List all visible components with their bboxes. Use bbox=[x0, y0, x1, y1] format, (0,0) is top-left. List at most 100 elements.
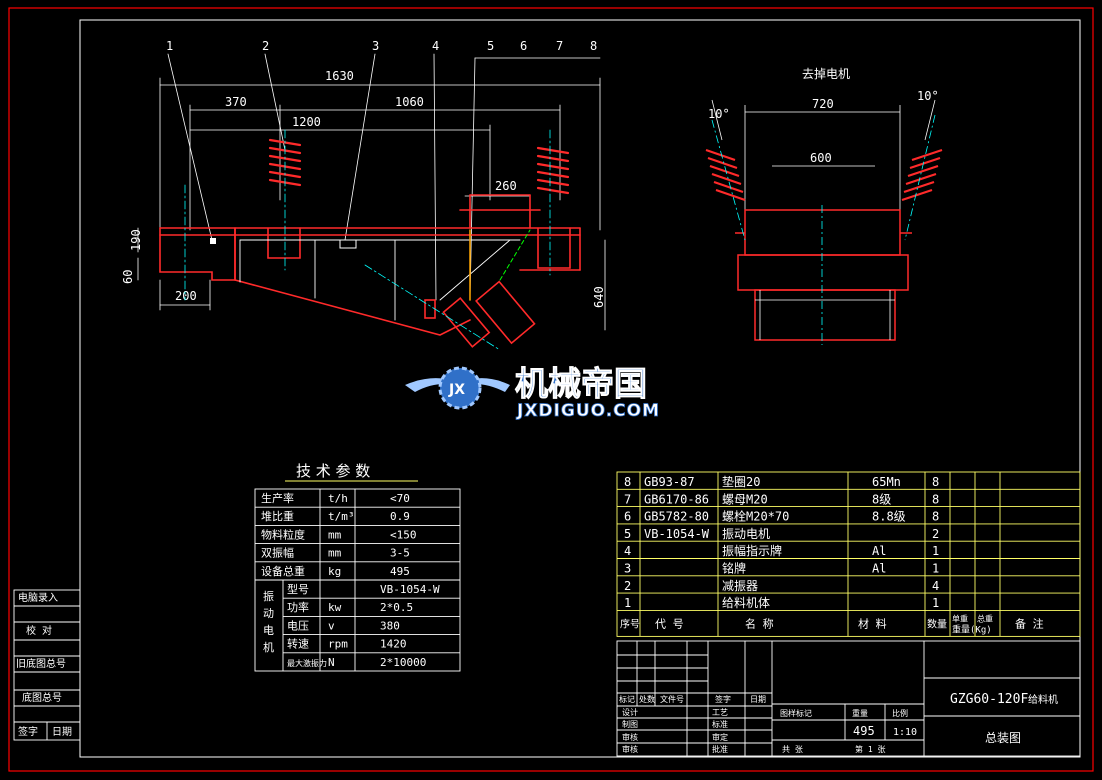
watermark: JX 机械帝国 JXDIGUO.COM bbox=[405, 364, 660, 421]
callout-3: 3 bbox=[372, 39, 379, 53]
tech-motor-name: 最大激振力 bbox=[287, 658, 327, 668]
left-row-2: 校 对 bbox=[26, 624, 52, 637]
bom-row-material: 8级 bbox=[872, 492, 891, 506]
tech-row-name: 物料粒度 bbox=[261, 527, 305, 541]
bom-row-no: 7 bbox=[624, 492, 631, 506]
tech-motor-name: 型号 bbox=[287, 582, 309, 596]
tech-motor-value: 1420 bbox=[380, 638, 407, 651]
spring-right bbox=[536, 146, 570, 195]
tech-row-value: 495 bbox=[390, 565, 410, 578]
dim-1060: 1060 bbox=[395, 95, 424, 109]
bom-row-name: 螺栓M20*70 bbox=[722, 509, 789, 524]
bom-row-no: 2 bbox=[624, 579, 631, 593]
tb-date: 日期 bbox=[750, 695, 766, 704]
tb-sheet-total: 共 张 bbox=[782, 745, 803, 754]
dim-370: 370 bbox=[225, 95, 247, 109]
tb-model: GZG60-120F bbox=[950, 692, 1028, 707]
tech-row-name: 设备总重 bbox=[261, 564, 305, 578]
bom-row-name: 垫圈20 bbox=[722, 474, 760, 489]
left-row-3: 旧底图总号 bbox=[16, 657, 66, 670]
outer-frame bbox=[8, 7, 1094, 772]
tech-row-value: 3-5 bbox=[390, 547, 410, 560]
tb-ratify: 批准 bbox=[712, 744, 728, 754]
left-row-4: 底图总号 bbox=[22, 691, 62, 704]
tech-row-value: <150 bbox=[390, 528, 417, 541]
tech-motor-unit: v bbox=[328, 619, 335, 632]
tech-row-unit: t/m³ bbox=[328, 510, 355, 523]
tb-file: 文件号 bbox=[660, 694, 684, 704]
tech-motor-group-char: 机 bbox=[263, 640, 274, 654]
bom-header-material: 材 料 bbox=[858, 616, 887, 630]
bom-row-no: 4 bbox=[624, 544, 631, 558]
tech-title: 技 术 参 数 bbox=[296, 462, 370, 480]
bom-row-name: 给料机体 bbox=[722, 596, 770, 610]
tb-check: 审核 bbox=[622, 732, 638, 742]
tech-row-value: <70 bbox=[390, 492, 410, 505]
watermark-badge: JX bbox=[448, 382, 465, 398]
bom-row-code: GB93-87 bbox=[644, 475, 695, 489]
bom-row-qty: 8 bbox=[932, 475, 939, 489]
bom-row-qty: 8 bbox=[932, 492, 939, 506]
side-view: 去掉电机 720 600 10° 10° bbox=[705, 67, 943, 345]
bom-row-material: Al bbox=[872, 562, 886, 576]
spring-side-left bbox=[705, 148, 746, 202]
bom-row-name: 振动电机 bbox=[722, 527, 770, 541]
part-1-marker bbox=[210, 238, 216, 244]
bom-row-material: 8.8级 bbox=[872, 510, 906, 524]
tech-row-value: 0.9 bbox=[390, 510, 410, 523]
bom-header-no: 序号 bbox=[620, 617, 640, 630]
callout-1: 1 bbox=[166, 39, 173, 53]
tb-approve: 审定 bbox=[712, 732, 728, 742]
bom-row-qty: 1 bbox=[932, 562, 939, 576]
tb-mass: 495 bbox=[853, 724, 875, 738]
bom-row-name: 螺母M20 bbox=[722, 492, 768, 506]
bom-row-code: GB5782-80 bbox=[644, 510, 709, 524]
bom-row-name: 铭牌 bbox=[722, 561, 746, 576]
bom-row-qty: 8 bbox=[932, 510, 939, 524]
tb-model-name: 给料机 bbox=[1028, 693, 1058, 706]
bom-row-name: 振幅指示牌 bbox=[722, 543, 782, 558]
callout-4: 4 bbox=[432, 39, 439, 53]
tb-sheet-no: 第 1 张 bbox=[855, 744, 885, 754]
tb-weight: 重量 bbox=[852, 708, 868, 718]
tech-row-name: 生产率 bbox=[261, 491, 294, 505]
tb-design: 设计 bbox=[622, 707, 638, 717]
bom-header-totalw: 总重 bbox=[977, 613, 993, 623]
tb-draw: 制图 bbox=[622, 719, 638, 729]
tech-motor-group-char: 电 bbox=[263, 624, 274, 637]
tb-scale: 1:10 bbox=[893, 727, 917, 738]
bom-header-weight: 重量(Kg) bbox=[952, 623, 992, 635]
callout-2: 2 bbox=[262, 39, 269, 53]
angle-left: 10° bbox=[708, 107, 730, 121]
tech-motor-value: VB-1054-W bbox=[380, 583, 440, 596]
dim-1630: 1630 bbox=[325, 69, 354, 83]
bom-header-qty: 数量 bbox=[927, 617, 947, 630]
bom-row-qty: 1 bbox=[932, 596, 939, 610]
tech-motor-value: 380 bbox=[380, 619, 400, 632]
dim-260: 260 bbox=[495, 179, 517, 193]
front-view: 1630 370 1060 1200 260 190 60 200 640 1 … bbox=[121, 39, 606, 351]
tech-motor-group-char: 动 bbox=[263, 607, 274, 620]
tb-std: 标准 bbox=[712, 719, 728, 729]
tech-motor-value: 2*10000 bbox=[380, 656, 426, 669]
left-row-1: 电脑录入 bbox=[18, 591, 58, 604]
dim-60: 60 bbox=[121, 270, 135, 284]
tb-ratio: 比例 bbox=[892, 708, 908, 718]
bom-row-no: 6 bbox=[624, 510, 631, 524]
watermark-en: JXDIGUO.COM bbox=[516, 401, 660, 421]
nameplate-3 bbox=[339, 239, 357, 249]
dim-200: 200 bbox=[175, 289, 197, 303]
callout-5: 5 bbox=[487, 39, 494, 53]
dim-720: 720 bbox=[812, 97, 834, 111]
tb-count: 处数 bbox=[639, 694, 655, 704]
tech-motor-value: 2*0.5 bbox=[380, 601, 413, 614]
bom-row-code: VB-1054-W bbox=[644, 527, 710, 541]
left-date: 日期 bbox=[52, 726, 72, 738]
side-view-title: 去掉电机 bbox=[802, 67, 850, 81]
title-block: 标记 处数 文件号 签字 日期 设计 工艺 制图 标准 审核 审定 审核 批准 … bbox=[616, 640, 1081, 757]
tb-stage: 图样标记 bbox=[780, 708, 812, 718]
watermark-gear-icon bbox=[438, 366, 482, 410]
bom-header-name: 名 称 bbox=[745, 616, 774, 630]
tb-craft: 工艺 bbox=[712, 708, 728, 717]
bom-row-qty: 1 bbox=[932, 544, 939, 558]
